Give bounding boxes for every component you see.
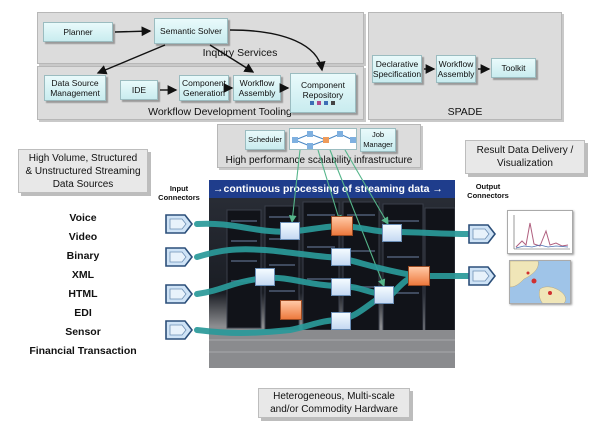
inquiry-services-title: Inquiry Services bbox=[202, 47, 278, 59]
infrastructure-title: High performance scalability infrastruct… bbox=[225, 155, 413, 166]
source-voice: Voice bbox=[69, 212, 97, 224]
declarative-specification-node: Declarative Specification bbox=[372, 55, 422, 83]
input-connectors-label: Input Connectors bbox=[158, 184, 200, 202]
input-connector-icon bbox=[165, 284, 193, 304]
hardware-note: Heterogeneous, Multi-scale and/or Commod… bbox=[258, 388, 410, 418]
semantic-solver-node: Semantic Solver bbox=[154, 18, 228, 44]
operator-node-hot bbox=[331, 216, 353, 236]
operator-node-hot bbox=[408, 266, 430, 286]
output-connector-icon bbox=[468, 224, 496, 244]
scheduler-node: Scheduler bbox=[245, 130, 285, 150]
source-edi: EDI bbox=[74, 307, 92, 319]
source-financial-transaction: Financial Transaction bbox=[29, 345, 137, 357]
planner-node: Planner bbox=[43, 22, 113, 42]
operator-node bbox=[331, 312, 351, 330]
data-source-management-node: Data Source Management bbox=[44, 75, 106, 101]
line-chart-thumbnail bbox=[507, 210, 573, 254]
input-connector-icon bbox=[165, 320, 193, 340]
operator-node bbox=[280, 222, 300, 240]
component-repository-node: Component Repository bbox=[290, 73, 356, 113]
repository-glyphs-icon bbox=[310, 101, 335, 105]
job-manager-node: Job Manager bbox=[360, 128, 396, 152]
operator-node bbox=[255, 268, 275, 286]
operator-node-hot bbox=[280, 300, 302, 320]
spade-title: SPADE bbox=[447, 106, 483, 118]
result-delivery-note: Result Data Delivery / Visualization bbox=[465, 140, 585, 174]
input-connector-icon bbox=[165, 247, 193, 267]
source-html: HTML bbox=[68, 288, 98, 300]
source-video: Video bbox=[68, 231, 98, 243]
data-sources-note: High Volume, Structured & Unstructured S… bbox=[18, 149, 148, 193]
map-thumbnail bbox=[509, 260, 571, 304]
operator-node bbox=[374, 286, 394, 304]
toolkit-node: Toolkit bbox=[491, 58, 536, 78]
component-repository-label: Component Repository bbox=[301, 80, 345, 100]
input-connector-icon bbox=[165, 214, 193, 234]
streaming-banner: →continuous processing of streaming data… bbox=[209, 180, 455, 198]
source-binary: Binary bbox=[66, 250, 100, 262]
source-sensor: Sensor bbox=[65, 326, 101, 338]
workflow-graph-icon bbox=[289, 128, 357, 150]
output-connectors-label: Output Connectors bbox=[467, 182, 509, 200]
operator-node bbox=[331, 278, 351, 296]
component-generation-node: Component Generation bbox=[179, 75, 229, 101]
operator-node bbox=[382, 224, 402, 242]
output-connector-icon bbox=[468, 266, 496, 286]
workflow-assembly-node: Workflow Assembly bbox=[233, 75, 281, 101]
operator-node bbox=[331, 248, 351, 266]
spade-workflow-assembly-node: Workflow Assembly bbox=[436, 55, 476, 83]
ide-node: IDE bbox=[120, 80, 158, 100]
source-xml: XML bbox=[71, 269, 95, 281]
workflow-tooling-title: Workflow Development Tooling bbox=[148, 106, 292, 118]
